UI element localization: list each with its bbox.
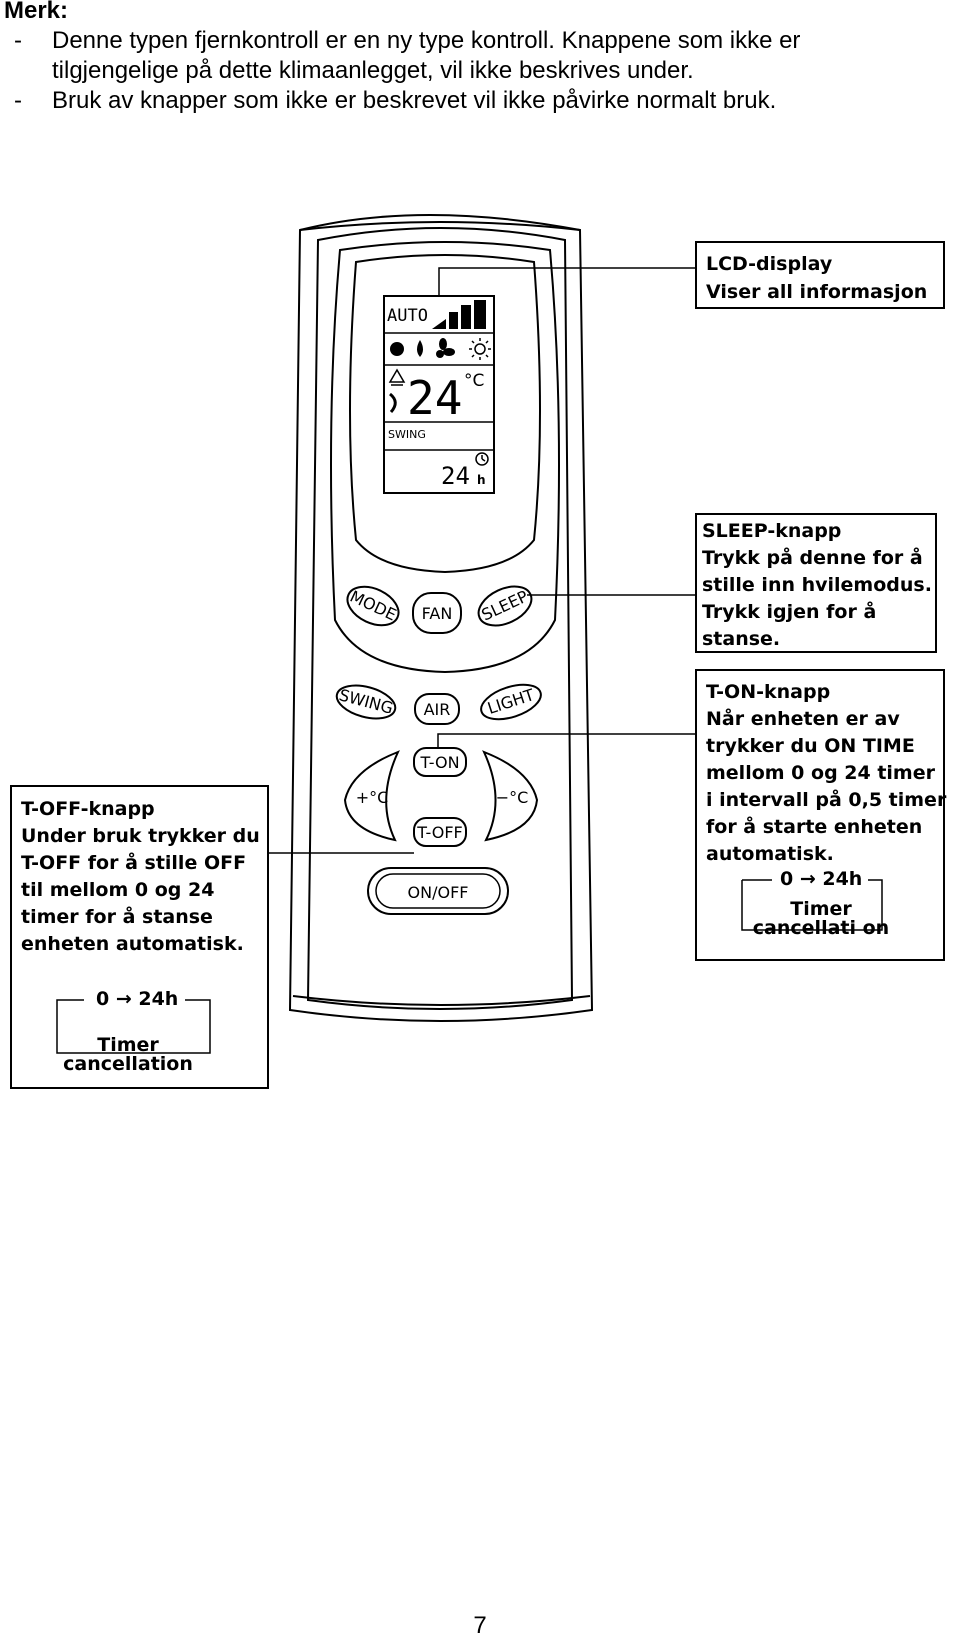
t-on-timer-label: Timer [790, 898, 852, 920]
sleep-callout-line: Trykk på denne for å [702, 545, 923, 569]
fan-icon [436, 338, 455, 358]
t-on-button-label: T-ON [419, 753, 459, 772]
t-off-callout-title: T-OFF-knapp [21, 798, 155, 820]
t-on-callout: T-ON-knapp Når enheten er av trykker du … [695, 669, 947, 961]
t-on-timer-diagram: 0 → 24h Timer cancellati on [741, 868, 889, 939]
t-off-callout-line: til mellom 0 og 24 [21, 879, 214, 901]
sleep-callout: SLEEP-knapp Trykk på denne for å stille … [695, 513, 937, 653]
clock-icon [475, 452, 489, 466]
t-on-timer-range: 0 → 24h [780, 868, 862, 890]
note-item-2-text: Bruk av knapper som ikke er beskrevet vi… [52, 87, 777, 114]
signal-bars-icon [432, 300, 486, 329]
sleep-callout-title: SLEEP-knapp [702, 520, 841, 542]
temp-down-label: −°C [496, 788, 529, 807]
bullet-dash: - [14, 87, 22, 114]
lcd-timer-value: 24 [441, 462, 470, 490]
t-on-button[interactable]: T-ON [413, 747, 467, 777]
lcd-callout: LCD-display Viser all informasjon [695, 241, 945, 309]
leader-lines [268, 267, 696, 854]
lcd-temperature: 24 [407, 371, 462, 425]
t-on-callout-line: automatisk. [706, 843, 834, 865]
t-off-timer-label: Timer [97, 1034, 159, 1056]
display-panel [330, 241, 560, 674]
air-button-label: AIR [424, 700, 451, 719]
t-off-timer-diagram: 0 → 24h Timer cancellation [56, 988, 211, 1075]
sleep-callout-line: Trykk igjen for å [702, 599, 876, 623]
temp-down-button[interactable]: −°C [482, 750, 539, 842]
fan-button[interactable]: FAN [412, 592, 462, 634]
note-item-1: - Denne typen fjernkontroll er en ny type… [14, 26, 800, 56]
t-off-button-label: T-OFF [416, 823, 463, 842]
t-off-callout-line: T-OFF for å stille OFF [21, 850, 246, 874]
comfort-icon [388, 368, 406, 386]
t-on-callout-line: trykker du ON TIME [706, 735, 915, 757]
page-number: 7 [473, 1612, 487, 1639]
t-off-timer-range: 0 → 24h [96, 988, 178, 1010]
lcd-callout-text: Viser all informasjon [706, 281, 927, 303]
t-off-button[interactable]: T-OFF [413, 817, 467, 847]
note-item-1-line-2: tilgjengelige på dette klimaanlegget, vi… [52, 57, 694, 84]
lcd-callout-title: LCD-display [706, 253, 833, 275]
temp-up-button[interactable]: +°C [343, 750, 400, 842]
t-off-callout-line: Under bruk trykker du [21, 825, 260, 847]
sleep-callout-line: stanse. [702, 628, 780, 650]
t-off-callout-line: timer for å stanse [21, 904, 213, 928]
air-button[interactable]: AIR [414, 693, 460, 725]
bullet-dash: - [14, 27, 22, 54]
dry-icon [417, 340, 423, 357]
note-heading: Merk: [4, 0, 69, 24]
sleep-callout-line: stille inn hvilemodus. [702, 574, 932, 596]
cool-icon [390, 342, 404, 356]
t-off-callout-line: enheten automatisk. [21, 933, 244, 955]
t-on-callout-line: Når enheten er av [706, 706, 900, 730]
lcd-timer-unit: h [477, 473, 486, 487]
t-on-callout-line: mellom 0 og 24 timer [706, 762, 936, 784]
lcd-screen: AUTO [383, 295, 495, 494]
lcd-temp-unit: °C [464, 371, 484, 391]
heat-icon [469, 338, 491, 360]
note-item-1-line-1: Denne typen fjernkontroll er en ny type … [52, 27, 801, 54]
on-off-button-label: ON/OFF [408, 883, 469, 902]
note-item-2: - Bruk av knapper som ikke er beskrevet v… [14, 86, 776, 116]
on-off-button[interactable]: ON/OFF [367, 867, 509, 915]
lcd-mode-text: AUTO [387, 306, 428, 326]
t-on-callout-line: i intervall på 0,5 timer [706, 787, 947, 811]
t-on-timer-label: cancellati on [753, 917, 889, 939]
fan-button-label: FAN [422, 604, 453, 623]
t-on-callout-title: T-ON-knapp [706, 681, 830, 703]
t-on-callout-line: for å starte enheten [706, 814, 922, 838]
mode-icons [390, 338, 491, 360]
temp-up-label: +°C [356, 788, 389, 807]
t-off-callout: T-OFF-knapp Under bruk trykker du T-OFF … [10, 785, 269, 1089]
sleep-moon-icon [389, 392, 397, 414]
t-off-timer-label: cancellation [63, 1053, 193, 1075]
lcd-swing-text: SWING [388, 428, 426, 441]
